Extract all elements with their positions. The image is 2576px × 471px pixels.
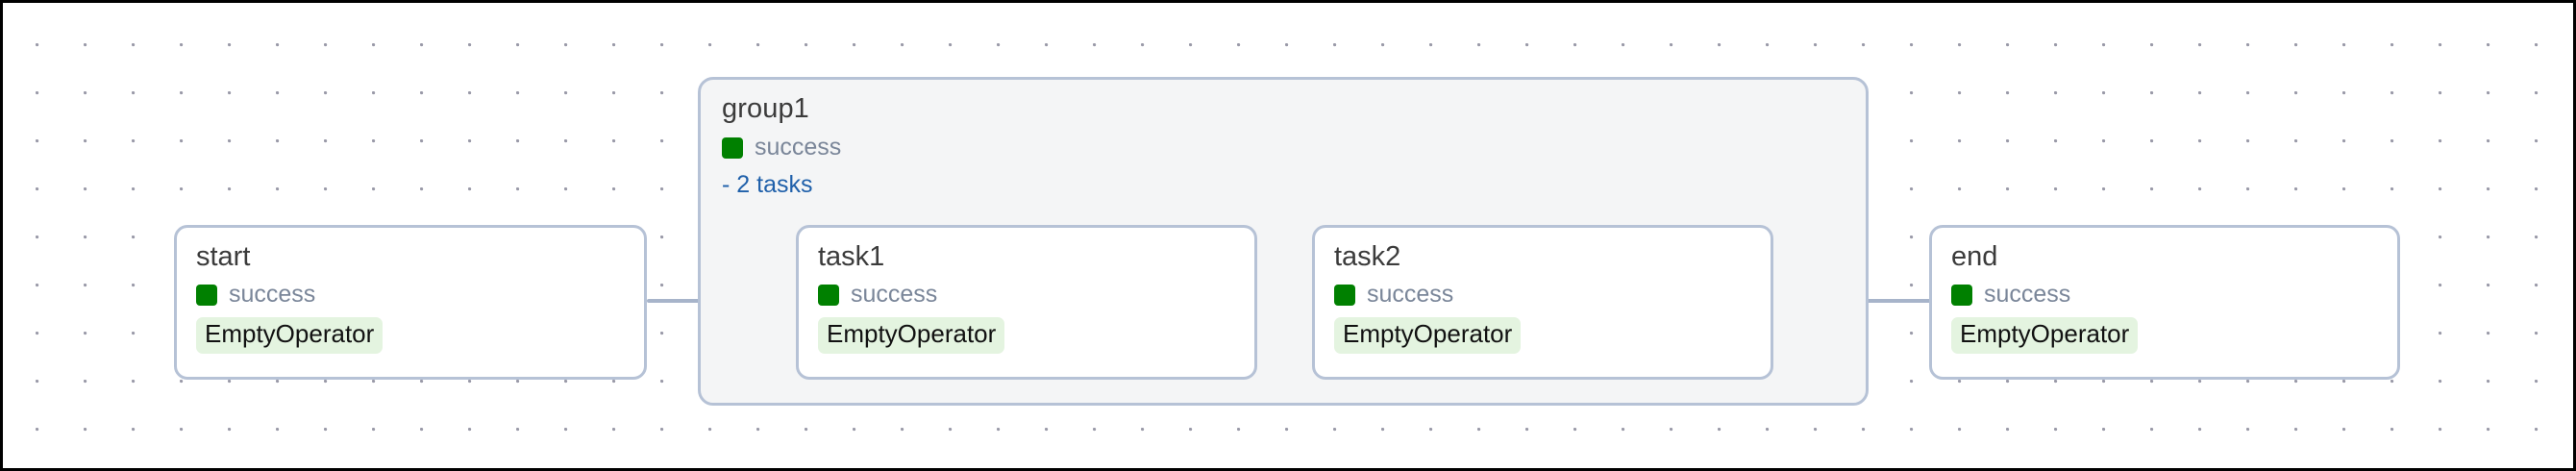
group-status-row: success — [722, 133, 841, 162]
task-node-status-label: success — [1984, 281, 2071, 309]
status-square-success-icon — [1951, 284, 1972, 306]
task-node-title: task2 — [1334, 241, 1401, 272]
task-node-operator-chip: EmptyOperator — [1951, 317, 2139, 355]
task-node-operator-chip: EmptyOperator — [1334, 317, 1522, 355]
task-node-status-row: success — [1334, 281, 1751, 309]
group-status-label: success — [755, 134, 842, 161]
task-node-task1[interactable]: task1 success EmptyOperator — [796, 225, 1257, 380]
group-title: group1 — [722, 93, 809, 124]
task-node-title: task1 — [818, 241, 885, 272]
status-square-success-icon — [818, 284, 839, 306]
task-node-status-row: success — [196, 281, 625, 309]
task-node-status-row: success — [1951, 281, 2378, 309]
task-node-operator-chip: EmptyOperator — [196, 317, 384, 355]
status-square-success-icon — [722, 136, 743, 159]
task-node-title: start — [196, 241, 251, 272]
task-node-status-label: success — [1367, 281, 1454, 309]
task-node-status-label: success — [229, 281, 316, 309]
task-node-status-row: success — [818, 281, 1235, 309]
task-node-task2[interactable]: task2 success EmptyOperator — [1312, 225, 1773, 380]
status-square-success-icon — [1334, 284, 1355, 306]
task-node-end[interactable]: end success EmptyOperator — [1929, 225, 2400, 380]
task-node-start[interactable]: start success EmptyOperator — [174, 225, 647, 380]
task-node-status-label: success — [851, 281, 938, 309]
task-node-title: end — [1951, 241, 1998, 272]
group-header: group1 success - 2 tasks — [722, 91, 841, 200]
task-node-operator-chip: EmptyOperator — [818, 317, 1005, 355]
group-tasks-toggle-link[interactable]: - 2 tasks — [722, 170, 813, 198]
status-square-success-icon — [196, 284, 217, 306]
